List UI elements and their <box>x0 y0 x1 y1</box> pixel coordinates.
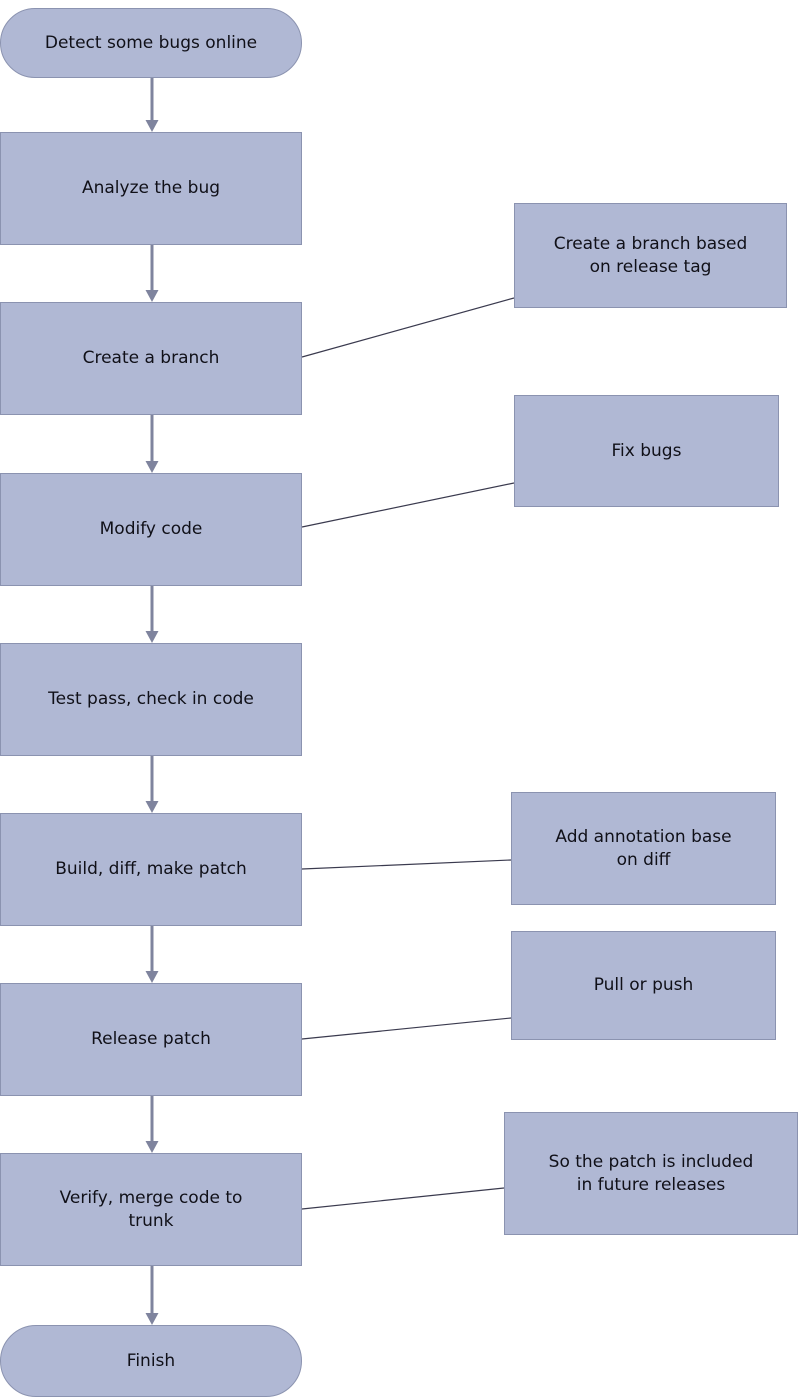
annotation-connector-branch-to-note-branch <box>301 297 515 358</box>
annotation-note-label: Pull or push <box>593 975 694 996</box>
arrow-head-release-to-verify <box>145 1141 159 1153</box>
process-node-start: Detect some bugs online <box>0 8 302 78</box>
arrow-head-branch-to-modify <box>145 461 159 473</box>
process-node-checkin: Test pass, check in code <box>0 643 302 756</box>
annotation-connector-modify-to-note-modify <box>301 482 515 528</box>
annotation-note-note-verify: So the patch is included in future relea… <box>504 1112 798 1235</box>
arrow-head-modify-to-checkin <box>145 631 159 643</box>
annotation-connector-patch-to-note-patch <box>301 859 512 870</box>
annotation-connectors <box>301 297 515 1210</box>
process-node-label: Test pass, check in code <box>48 689 254 710</box>
process-node-label: Modify code <box>99 519 203 540</box>
process-node-analyze: Analyze the bug <box>0 132 302 245</box>
process-node-label: Finish <box>126 1350 176 1371</box>
process-node-label: Analyze the bug <box>81 178 221 199</box>
process-node-label: Detect some bugs online <box>44 32 258 53</box>
arrow-head-checkin-to-patch <box>145 801 159 813</box>
process-node-release: Release patch <box>0 983 302 1096</box>
process-node-finish: Finish <box>0 1325 302 1397</box>
annotation-note-note-release: Pull or push <box>511 931 776 1040</box>
annotation-note-label: So the patch is included in future relea… <box>548 1151 754 1195</box>
annotation-connector-verify-to-note-verify <box>301 1187 505 1210</box>
process-node-verify: Verify, merge code to trunk <box>0 1153 302 1266</box>
annotation-note-note-branch: Create a branch based on release tag <box>514 203 787 308</box>
annotation-note-label: Fix bugs <box>611 440 682 461</box>
annotation-note-note-modify: Fix bugs <box>514 395 779 507</box>
process-node-label: Release patch <box>91 1029 211 1050</box>
process-node-patch: Build, diff, make patch <box>0 813 302 926</box>
annotation-note-label: Create a branch based on release tag <box>553 233 748 277</box>
annotation-note-note-patch: Add annotation base on diff <box>511 792 776 905</box>
process-node-branch: Create a branch <box>0 302 302 415</box>
process-node-label: Verify, merge code to trunk <box>59 1187 243 1231</box>
arrow-head-patch-to-release <box>145 971 159 983</box>
annotation-connector-release-to-note-release <box>301 1017 512 1040</box>
annotation-note-label: Add annotation base on diff <box>555 826 732 870</box>
arrow-head-start-to-analyze <box>145 120 159 132</box>
arrow-head-analyze-to-branch <box>145 290 159 302</box>
process-node-modify: Modify code <box>0 473 302 586</box>
arrow-head-verify-to-finish <box>145 1313 159 1325</box>
process-node-label: Build, diff, make patch <box>55 859 247 880</box>
process-node-label: Create a branch <box>82 348 220 369</box>
